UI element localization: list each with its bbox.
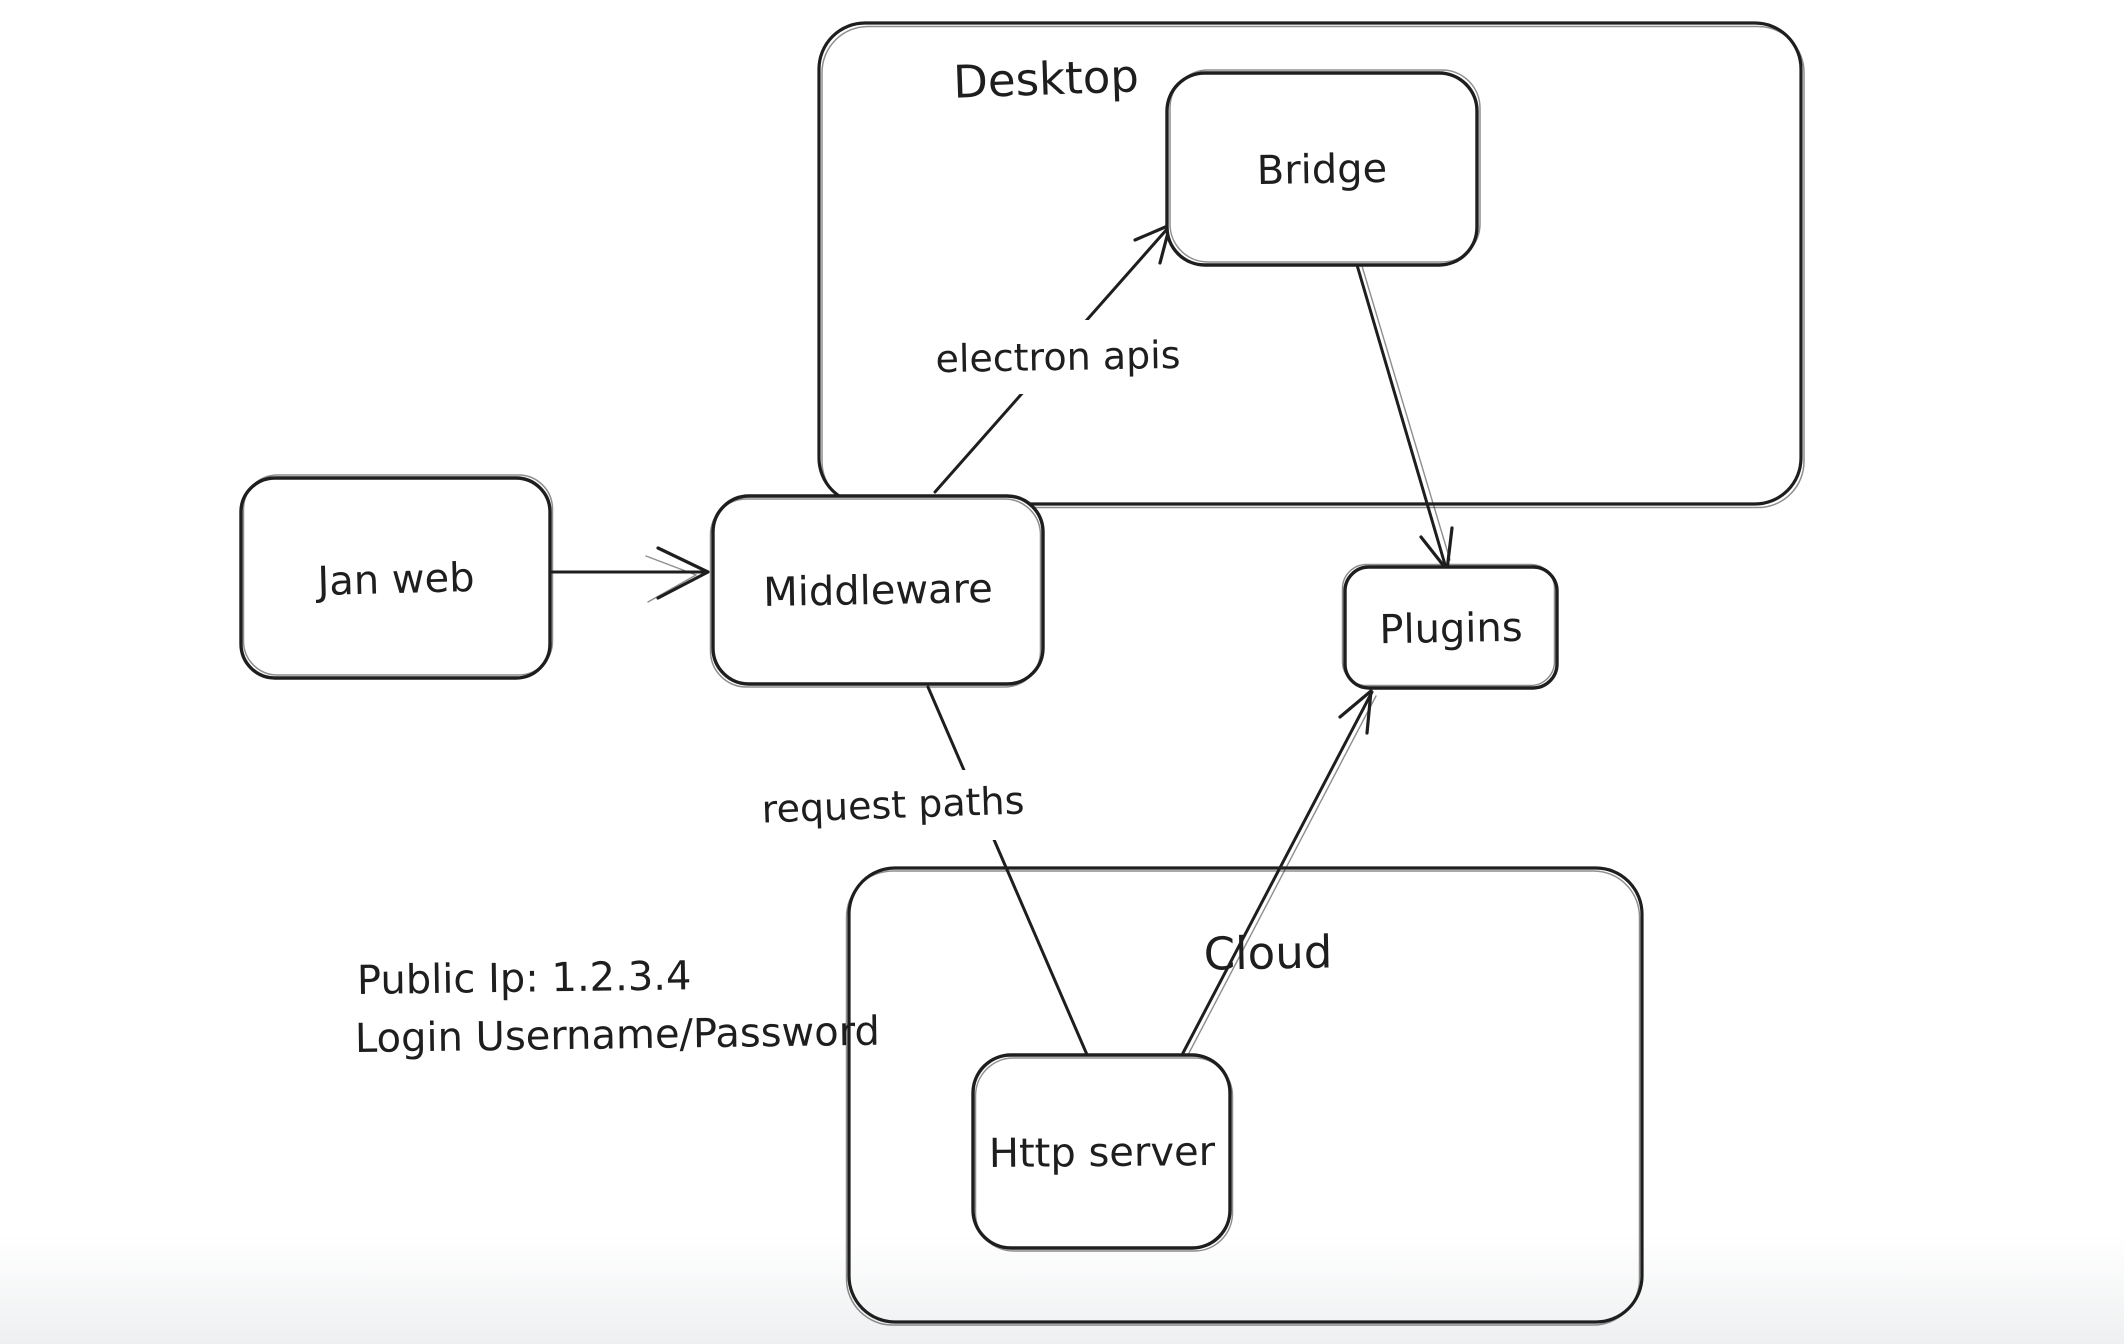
electron-apis-label-mask [912, 320, 1204, 394]
edge-bridge-to-plugins [1355, 263, 1448, 570]
node-http-server-label: Http server [989, 1129, 1216, 1177]
edge-jan-web-to-middleware-arrowhead [656, 546, 710, 600]
request-paths-label-mask [738, 770, 1050, 840]
login-credentials-note: Login Username/Password [355, 1009, 880, 1062]
edge-label-electron-apis: electron apis [935, 333, 1181, 381]
node-middleware-label: Middleware [763, 566, 993, 616]
cloud-container-label: Cloud [1203, 925, 1332, 980]
edge-middleware-to-http-server [926, 685, 1090, 1059]
edge-http-server-to-plugins-sketch [1188, 695, 1377, 1054]
edge-http-server-to-plugins [1181, 690, 1374, 1055]
node-jan-web-label: Jan web [314, 555, 475, 605]
edge-jan-web-to-middleware-arrowhead-sketch [645, 555, 698, 603]
edge-label-request-paths: request paths [761, 778, 1025, 831]
desktop-container-label: Desktop [952, 49, 1139, 108]
edge-http-server-to-plugins-arrowhead [1338, 689, 1373, 735]
edge-bridge-to-plugins-sketch [1361, 265, 1451, 561]
public-ip-note: Public Ip: 1.2.3.4 [357, 953, 692, 1004]
node-plugins-label: Plugins [1379, 605, 1523, 653]
node-bridge-label: Bridge [1256, 146, 1387, 194]
